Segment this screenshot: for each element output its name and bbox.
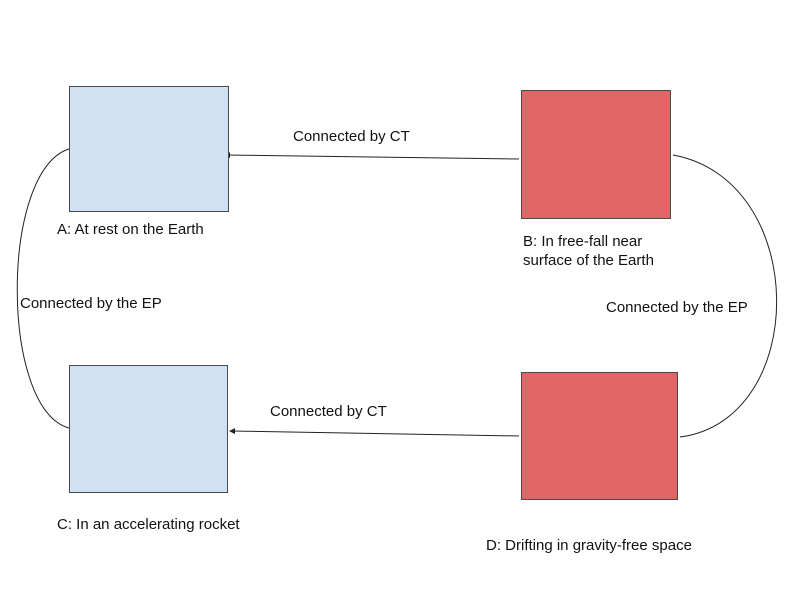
arrow-d-to-c [229, 428, 520, 437]
node-b-box [521, 90, 671, 219]
edge-label-ct-bottom: Connected by CT [270, 403, 387, 420]
node-c-label: C: In an accelerating rocket [57, 516, 240, 533]
curve-a-to-c [16, 148, 70, 429]
edge-label-ep-left: Connected by the EP [20, 295, 162, 312]
edge-label-ep-right: Connected by the EP [606, 299, 748, 316]
node-a-box [69, 86, 229, 212]
curve-b-to-d [672, 154, 778, 438]
node-a-label: A: At rest on the Earth [57, 221, 204, 238]
node-d-box [521, 372, 678, 500]
arrow-b-to-a [224, 152, 520, 160]
edge-label-ct-top: Connected by CT [293, 128, 410, 145]
node-b-label-line1: B: In free-fall near [523, 233, 643, 250]
node-c-box [69, 365, 228, 493]
node-d-label: D: Drifting in gravity-free space [486, 537, 692, 554]
node-b-label-line2: surface of the Earth [523, 252, 654, 269]
